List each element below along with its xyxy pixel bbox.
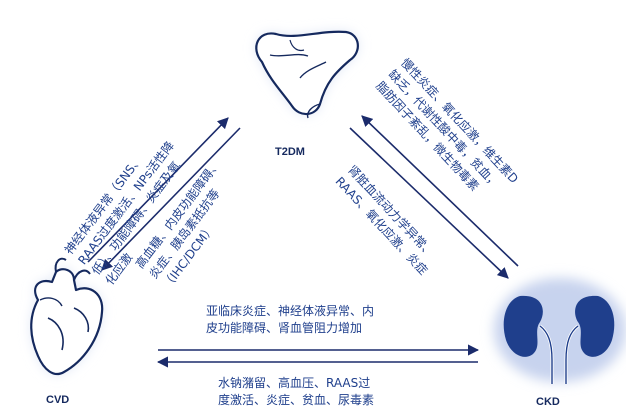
edge-label-ckd-to-cvd: 水钠潴留、高血压、RAAS过 度激活、炎症、贫血、尿毒素 bbox=[218, 375, 374, 409]
edge-line: 度激活、炎症、贫血、尿毒素 bbox=[218, 393, 375, 407]
edge-line: 水钠潴留、高血压、RAAS过 bbox=[218, 376, 371, 390]
kidneys-icon bbox=[494, 278, 626, 384]
node-label-t2dm: T2DM bbox=[275, 146, 305, 158]
edge-line: 皮功能障碍、肾血管阻力增加 bbox=[206, 321, 363, 335]
edge-label-cvd-to-ckd: 亚临床炎症、神经体液异常、内 皮功能障碍、肾血管阻力增加 bbox=[206, 303, 374, 337]
node-label-cvd: CVD bbox=[46, 394, 70, 406]
arrow-t2dm-to-ckd bbox=[349, 127, 509, 279]
arrow-cvd-to-t2dm bbox=[87, 117, 229, 263]
edge-line: 亚临床炎症、神经体液异常、内 bbox=[206, 304, 375, 318]
pancreas-icon bbox=[255, 30, 359, 119]
heart-icon bbox=[30, 257, 104, 376]
arrow-t2dm-to-cvd bbox=[101, 127, 241, 271]
node-label-ckd: CKD bbox=[536, 396, 560, 408]
arrow-ckd-to-t2dm bbox=[361, 115, 519, 267]
